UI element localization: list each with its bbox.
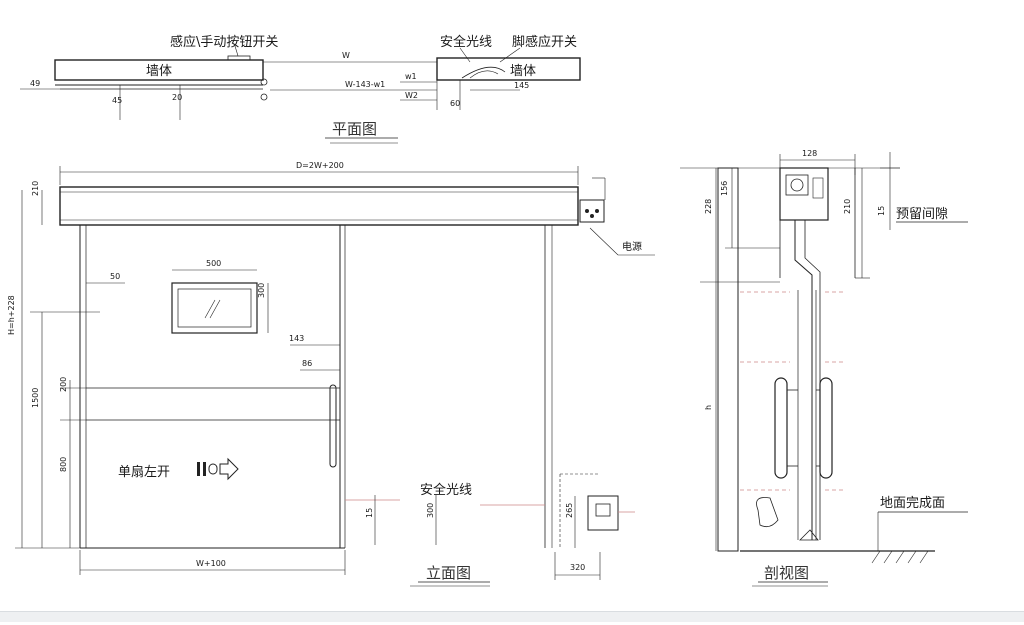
dim-86: 86	[302, 359, 312, 368]
dim-w1: w1	[405, 72, 417, 81]
dim-h: h	[704, 405, 713, 410]
open-direction-label: 单扇左开	[118, 464, 170, 480]
plan-wall-left	[54, 59, 264, 81]
dim-w-plus-100: W+100	[196, 559, 226, 568]
power-outlet	[579, 199, 605, 223]
section-view	[680, 152, 968, 587]
power-label: 电源	[622, 240, 642, 253]
dim-300-sensor: 300	[426, 503, 435, 518]
dim-128: 128	[802, 149, 817, 158]
bottom-scroll-strip	[0, 611, 1024, 622]
dim-20: 20	[172, 93, 182, 102]
plan-title: 平面图	[332, 120, 377, 138]
plan-view	[20, 45, 581, 144]
dim-210: 210	[843, 199, 852, 214]
dim-1500: 1500	[31, 388, 40, 408]
dim-145: 145	[514, 81, 529, 90]
dim-143: 143	[289, 334, 304, 343]
switch-label: 感应\手动按钮开关	[170, 34, 278, 50]
foot-switch-label: 脚感应开关	[512, 34, 577, 50]
door-header-box	[59, 186, 579, 226]
dim-228: 228	[704, 199, 713, 214]
dim-header-210: 210	[31, 181, 40, 196]
dim-60: 60	[450, 99, 460, 108]
dim-15: 15	[365, 508, 374, 518]
elevation-safety-label: 安全光线	[420, 482, 472, 498]
floor-finish-label: 地面完成面	[880, 496, 945, 511]
dim-height-total: H=h+228	[7, 295, 16, 335]
dim-156: 156	[720, 181, 729, 196]
section-title: 剖视图	[764, 564, 809, 582]
dim-50: 50	[110, 272, 120, 281]
plan-wall-right	[436, 57, 581, 81]
dim-265: 265	[565, 503, 574, 518]
wall-right-label: 墙体	[510, 64, 536, 79]
dim-500: 500	[206, 259, 221, 268]
door-window	[171, 282, 258, 334]
dim-200: 200	[59, 377, 68, 392]
elevation-view	[15, 166, 655, 587]
dim-15: 15	[877, 206, 886, 216]
wall-left-label: 墙体	[146, 64, 172, 79]
elevation-title: 立面图	[426, 564, 471, 582]
dim-800: 800	[59, 457, 68, 472]
dim-49: 49	[30, 79, 40, 88]
motor-unit	[779, 167, 829, 221]
switch-box	[227, 55, 251, 61]
dim-total-width: D=2W+200	[296, 161, 344, 170]
dim-300-window: 300	[257, 283, 266, 298]
dim-w-143-w1: W-143-w1	[345, 80, 385, 89]
reserve-gap-label: 预留间隙	[896, 207, 948, 222]
dim-45: 45	[112, 96, 122, 105]
dim-w: W	[342, 51, 350, 60]
dim-w2: W2	[405, 91, 418, 100]
plan-safety-label: 安全光线	[440, 34, 492, 50]
dim-320: 320	[570, 563, 585, 572]
